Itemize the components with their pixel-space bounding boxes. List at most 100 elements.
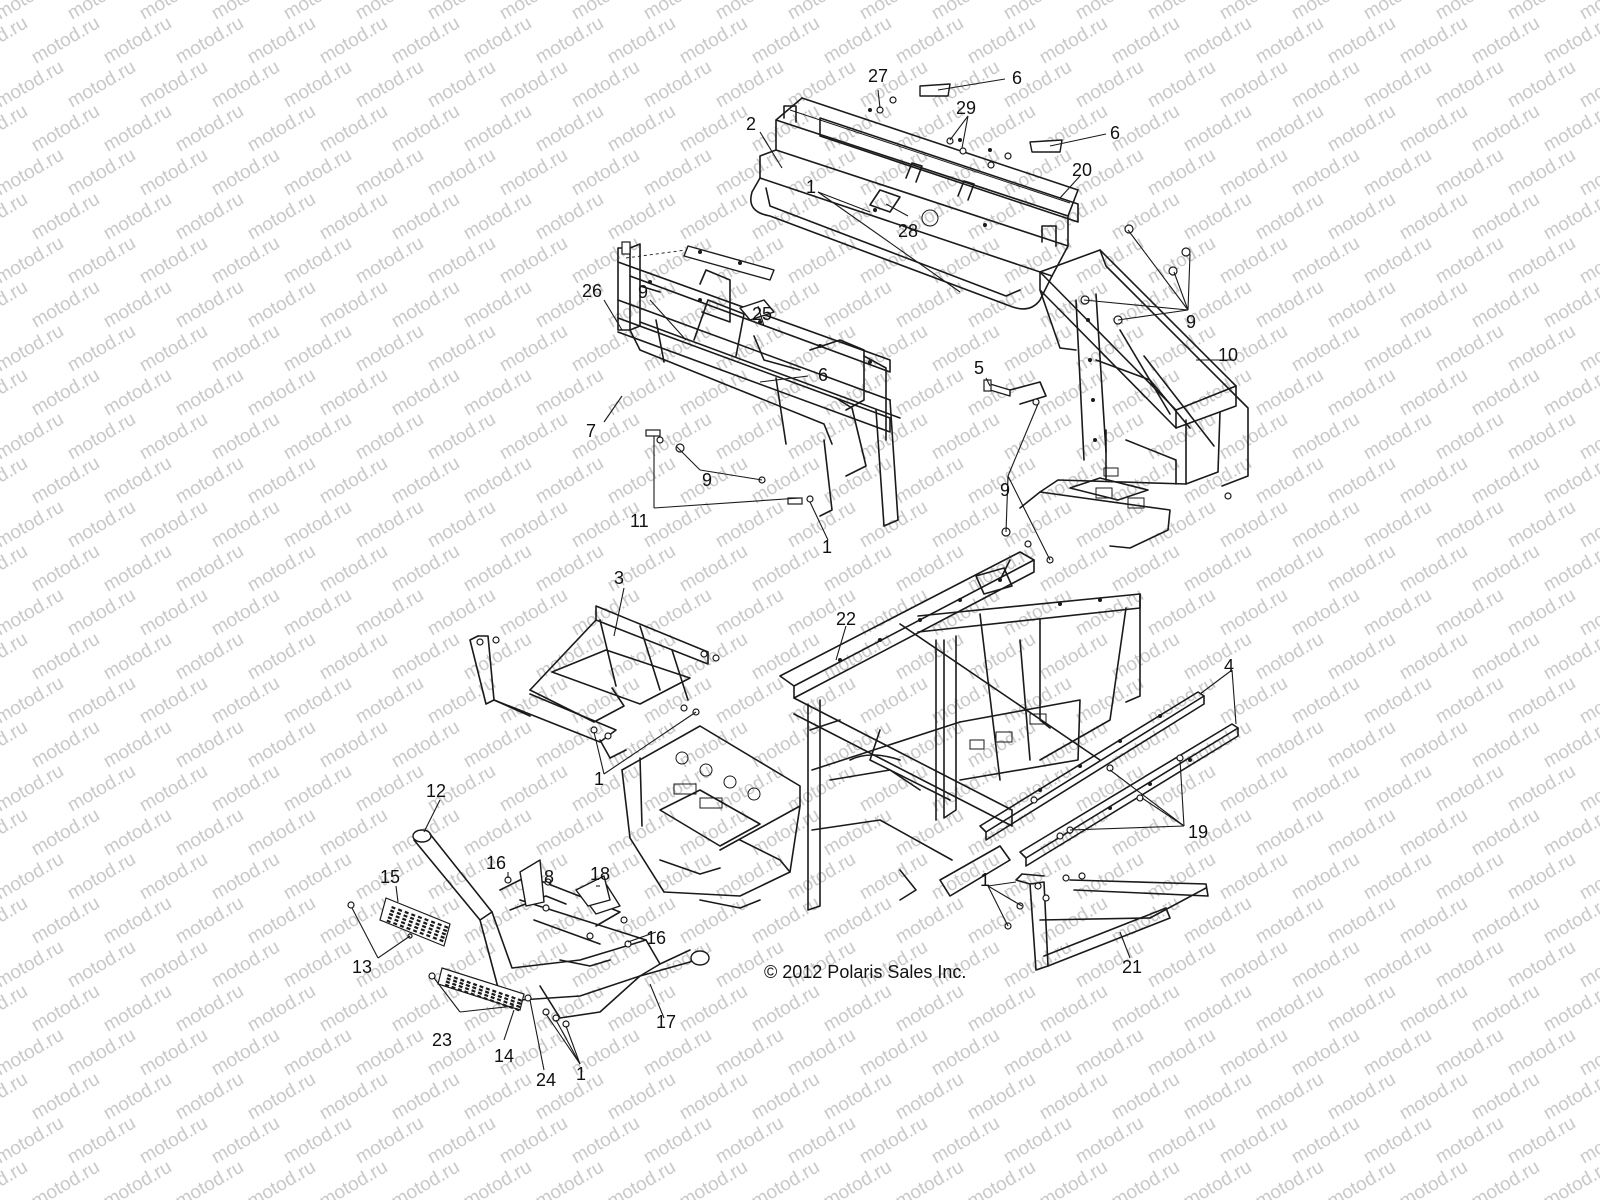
watermark-text: motod.ru <box>1360 409 1435 465</box>
watermark-text: motod.ru <box>1144 497 1219 553</box>
watermark-text: motod.ru <box>424 0 499 24</box>
grille-slot <box>427 930 432 935</box>
watermark-text: motod.ru <box>64 761 139 817</box>
leader-lines <box>351 78 1237 1071</box>
watermark-text: motod.ru <box>964 1157 1039 1200</box>
watermark-text: motod.ru <box>928 1113 1003 1169</box>
watermark-text: motod.ru <box>1396 277 1471 333</box>
watermark-text: motod.ru <box>1288 57 1363 113</box>
watermark-text: motod.ru <box>460 277 535 333</box>
watermark-text: motod.ru <box>820 629 895 685</box>
watermark-text: motod.ru <box>1288 0 1363 24</box>
grille-slot <box>465 983 471 988</box>
callout-23: 23 <box>432 1030 452 1050</box>
watermark-text: motod.ru <box>460 189 535 245</box>
callout-27: 27 <box>868 66 888 86</box>
watermark-text: motod.ru <box>712 673 787 729</box>
watermark-text: motod.ru <box>460 13 535 69</box>
watermark-text: motod.ru <box>1000 0 1075 24</box>
grille-slot <box>497 994 503 999</box>
watermark-text: motod.ru <box>1216 497 1291 553</box>
watermark-text: motod.ru <box>352 145 427 201</box>
watermark-text: motod.ru <box>352 57 427 113</box>
watermark-text: motod.ru <box>784 1025 859 1081</box>
watermark-text: motod.ru <box>748 13 823 69</box>
callout-28: 28 <box>898 221 918 241</box>
watermark-text: motod.ru <box>0 13 31 69</box>
watermark-text: motod.ru <box>1432 409 1507 465</box>
grille-slot <box>387 916 393 920</box>
watermark-text: motod.ru <box>1144 0 1219 24</box>
watermark-text: motod.ru <box>532 189 607 245</box>
watermark-text: motod.ru <box>1576 937 1600 993</box>
watermark-text: motod.ru <box>964 13 1039 69</box>
watermark-text: motod.ru <box>784 849 859 905</box>
watermark-text: motod.ru <box>316 365 391 421</box>
watermark-text: motod.ru <box>208 1113 283 1169</box>
watermark-text: motod.ru <box>1324 365 1399 421</box>
watermark-text: motod.ru <box>244 629 319 685</box>
watermark-text: motod.ru <box>676 365 751 421</box>
watermark-text: motod.ru <box>208 0 283 24</box>
watermark-text: motod.ru <box>1396 717 1471 773</box>
watermark-text: motod.ru <box>1216 145 1291 201</box>
grille-slot <box>407 923 412 927</box>
grille-slot <box>437 922 442 927</box>
watermark-text: motod.ru <box>604 365 679 421</box>
watermark-text: motod.ru <box>892 1157 967 1200</box>
callout-1: 1 <box>806 177 816 197</box>
callout-13: 13 <box>352 957 372 977</box>
grille-slot <box>495 1001 501 1005</box>
grille-slot <box>394 918 399 923</box>
watermark-text: motod.ru <box>0 981 31 1037</box>
watermark-text: motod.ru <box>280 1113 355 1169</box>
watermark-text: motod.ru <box>64 0 139 24</box>
copyright-notice: © 2012 Polaris Sales Inc. <box>764 962 966 982</box>
watermark-text: motod.ru <box>388 277 463 333</box>
watermark-text: motod.ru <box>964 1069 1039 1125</box>
watermark-text: motod.ru <box>388 541 463 597</box>
watermark-text: motod.ru <box>136 849 211 905</box>
watermark-text: motod.ru <box>0 541 31 597</box>
watermark-text: motod.ru <box>0 233 67 289</box>
watermark-text: motod.ru <box>1504 673 1579 729</box>
watermark-text: motod.ru <box>1288 1113 1363 1169</box>
watermark-text: motod.ru <box>0 761 67 817</box>
watermark-text: motod.ru <box>532 365 607 421</box>
watermark-text: motod.ru <box>856 497 931 553</box>
watermark-text: motod.ru <box>712 1113 787 1169</box>
watermark-text: motod.ru <box>856 673 931 729</box>
watermark-text: motod.ru <box>676 541 751 597</box>
front-floor-pan <box>469 605 720 759</box>
watermark-text: motod.ru <box>1180 541 1255 597</box>
grille-slot <box>453 976 459 980</box>
grille-slot <box>446 977 451 981</box>
watermark-text: motod.ru <box>1180 1157 1255 1200</box>
watermark-text: motod.ru <box>352 233 427 289</box>
watermark-text: motod.ru <box>1576 409 1600 465</box>
watermark-text: motod.ru <box>388 365 463 421</box>
watermark-text: motod.ru <box>1324 893 1399 949</box>
callout-4: 4 <box>1224 656 1234 676</box>
watermark-text: motod.ru <box>1288 937 1363 993</box>
watermark-text: motod.ru <box>1360 497 1435 553</box>
watermark-text: motod.ru <box>1288 409 1363 465</box>
watermark-text: motod.ru <box>1396 13 1471 69</box>
watermark-text: motod.ru <box>496 1113 571 1169</box>
watermark-text: motod.ru <box>352 0 427 24</box>
watermark-text: motod.ru <box>136 0 211 24</box>
main-chassis-frame <box>779 551 1141 911</box>
watermark-text: motod.ru <box>712 145 787 201</box>
watermark-text: motod.ru <box>172 13 247 69</box>
watermark-text: motod.ru <box>1180 893 1255 949</box>
grille-slot <box>392 922 398 926</box>
grille-slot <box>511 995 516 1000</box>
callout-1: 1 <box>576 1064 586 1084</box>
watermark-text: motod.ru <box>1000 1113 1075 1169</box>
grille-slot <box>491 989 497 993</box>
watermark-text: motod.ru <box>208 849 283 905</box>
grille-slot <box>424 918 429 922</box>
grille-slot <box>442 928 448 933</box>
